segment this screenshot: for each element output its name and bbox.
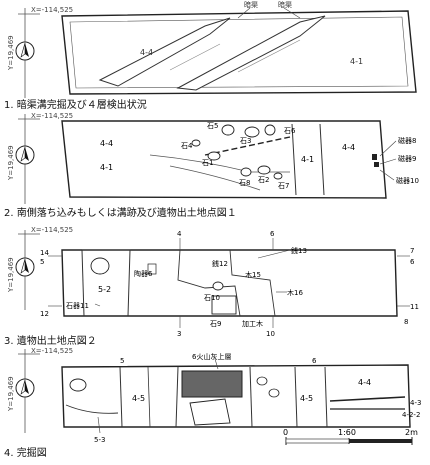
scale-end: 2m [405, 428, 418, 437]
grid-number: 4 [177, 230, 182, 238]
scale-zero: 0 [283, 428, 288, 437]
label-layer-4-4: 4-4 [140, 48, 153, 57]
grid-number: 11 [410, 303, 419, 311]
plan-4: X=-114,525 Y=19,469 6火山灰上層 6 5 4-5 4-5 4… [0, 345, 430, 461]
y-coordinate: Y=19,469 [7, 145, 15, 181]
x-coordinate: X=-114,525 [31, 112, 73, 120]
label-ankyo-left: 暗渠 [244, 0, 258, 9]
y-coordinate: Y=19,469 [7, 376, 15, 412]
grid-number: 6 [410, 258, 415, 266]
plan-4-drawing: X=-114,525 Y=19,469 6火山灰上層 6 5 4-5 4-5 4… [7, 347, 421, 445]
plan-3: X=-114,525 Y=19,469 [0, 220, 430, 347]
label-stone-1: 石1 [202, 159, 213, 167]
label-layer-4-5-b: 4-5 [300, 394, 313, 403]
label-stone-10: 石10 [204, 294, 220, 302]
label-toki-6: 陶器6 [134, 269, 153, 278]
grid-number: 5 [120, 357, 124, 365]
grid-number: 8 [404, 318, 408, 326]
label-jiki-8: 磁器8 [398, 136, 416, 145]
x-coordinate: X=-114,525 [31, 347, 73, 355]
label-layer-4-1-a: 4-1 [100, 163, 113, 172]
label-stone-6: 石6 [284, 127, 296, 135]
label-layer-4-4: 4-4 [358, 378, 371, 387]
label-stone-7: 石7 [278, 182, 289, 190]
label-stone-4: 石4 [181, 142, 193, 150]
drain-channel [176, 15, 326, 91]
plan-2: X=-114,525 Y=19,469 石5 石6 石3 石4 [0, 110, 430, 220]
caption-plan-3: 3. 遺物出土地点図２ [4, 336, 97, 347]
stone-shapes [191, 124, 283, 180]
trench-outline [61, 120, 387, 199]
grid-number: 12 [40, 310, 49, 318]
label-stone-8: 石8 [239, 179, 250, 187]
trench-outline [61, 249, 398, 317]
x-coordinate: X=-114,525 [31, 226, 73, 234]
scale-ratio: 1:60 [338, 428, 356, 437]
plan-1: X=-114,525 Y=19,469 暗渠 暗渠 4-4 4-1 1. 暗渠溝… [0, 0, 430, 111]
label-sen-13: 銭13 [291, 246, 307, 255]
north-arrow-icon [15, 257, 35, 277]
grid-number: 7 [410, 247, 414, 255]
label-ki-16: 木16 [287, 288, 303, 297]
label-stone-5: 石5 [207, 122, 218, 130]
caption-plan-4: 4. 完掘図 [4, 448, 47, 459]
label-stone-3: 石3 [240, 137, 251, 145]
volcanic-ash-area [181, 370, 243, 398]
y-coordinate: Y=19,469 [7, 257, 15, 293]
label-stone-11: 石器11 [66, 302, 89, 310]
label-layer-4-4-b: 4-4 [342, 143, 355, 152]
grid-number: 6 [312, 357, 317, 365]
grid-number: 10 [266, 330, 275, 338]
label-layer-5-3: 5-3 [94, 436, 105, 444]
label-jiki-10: 磁器10 [396, 176, 419, 185]
caption-plan-1: 1. 暗渠溝完掘及び４層検出状況 [4, 100, 147, 111]
scale-bar [285, 437, 413, 445]
north-arrow-icon [15, 145, 35, 165]
label-jiki-9: 磁器9 [398, 154, 416, 163]
grid-number: 5 [40, 258, 44, 266]
grid-number: 6 [270, 230, 275, 238]
y-coordinate: Y=19,469 [7, 35, 15, 71]
label-kakoboku: 加工木 [242, 319, 263, 328]
x-coordinate: X=-114,525 [31, 6, 73, 14]
label-volcanic-ash: 6火山灰上層 [192, 352, 231, 361]
label-ankyo-right: 暗渠 [278, 0, 292, 9]
label-stone-2: 石2 [258, 176, 269, 184]
north-arrow-icon [15, 41, 35, 61]
label-layer-4-4-a: 4-4 [100, 139, 113, 148]
label-ki-15: 木15 [245, 270, 261, 279]
grid-number: 14 [40, 249, 49, 257]
north-arrow-icon [15, 378, 35, 398]
plan-2-drawing: X=-114,525 Y=19,469 石5 石6 石3 石4 [7, 112, 419, 204]
label-layer-4-1: 4-1 [350, 57, 363, 66]
grid-number: 3 [177, 330, 181, 338]
label-sen-12: 銭12 [212, 259, 228, 268]
caption-plan-2: 2. 南側落ち込みもしくは溝跡及び遺物出土地点図１ [4, 208, 237, 219]
plan-1-drawing: X=-114,525 Y=19,469 暗渠 暗渠 4-4 4-1 [7, 0, 417, 98]
label-layer-4-2-2: 4-2-2 [402, 411, 420, 419]
label-layer-4-1-b: 4-1 [301, 155, 314, 164]
drain-channel [98, 17, 231, 87]
label-layer-4-3: 4-3 [410, 399, 421, 407]
trench-outline [61, 10, 417, 95]
label-layer-5-2: 5-2 [98, 285, 111, 294]
label-layer-4-5-a: 4-5 [132, 394, 145, 403]
label-stone-9: 石9 [210, 320, 221, 328]
plan-3-drawing: X=-114,525 Y=19,469 [7, 226, 419, 338]
